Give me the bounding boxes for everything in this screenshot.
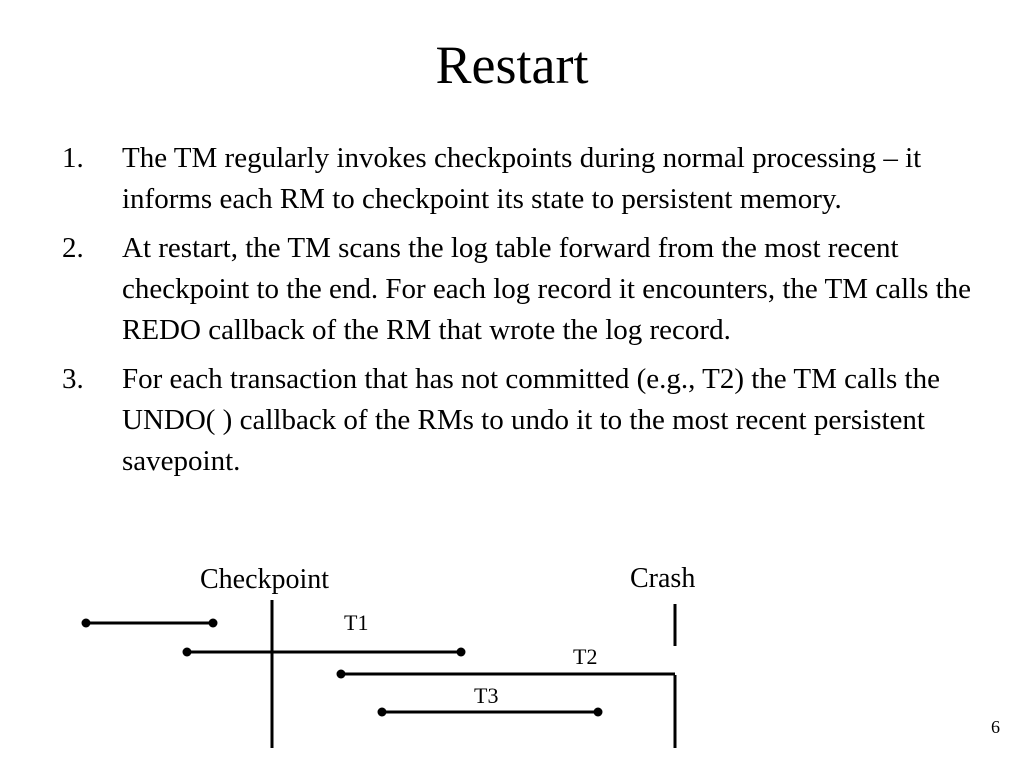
- crash-label: Crash: [630, 563, 696, 594]
- list-item: 2. At restart, the TM scans the log tabl…: [62, 228, 982, 351]
- slide-title: Restart: [435, 35, 589, 95]
- list-item: 3. For each transaction that has not com…: [62, 359, 982, 482]
- list-item-number: 3.: [62, 363, 84, 395]
- list-item-text: For each transaction that has not commit…: [122, 363, 940, 477]
- transaction-t2: [336, 669, 675, 679]
- list-item: 1. The TM regularly invokes checkpoints …: [62, 138, 982, 220]
- numbered-list: 1. The TM regularly invokes checkpoints …: [62, 138, 982, 490]
- transaction-before-checkpoint: [81, 618, 218, 628]
- list-item-number: 2.: [62, 232, 84, 264]
- transaction-t1: [182, 647, 466, 657]
- list-item-text: At restart, the TM scans the log table f…: [122, 232, 972, 346]
- transaction-label-t3: T3: [474, 683, 499, 708]
- checkpoint-label: Checkpoint: [200, 564, 330, 595]
- list-item-number: 1.: [62, 142, 84, 174]
- timeline-diagram: [81, 600, 677, 748]
- list-item-text: The TM regularly invokes checkpoints dur…: [122, 142, 922, 215]
- page-number: 6: [991, 717, 1000, 737]
- transaction-label-t2: T2: [573, 644, 598, 669]
- transaction-label-t1: T1: [344, 610, 369, 635]
- transaction-t3: [377, 707, 603, 717]
